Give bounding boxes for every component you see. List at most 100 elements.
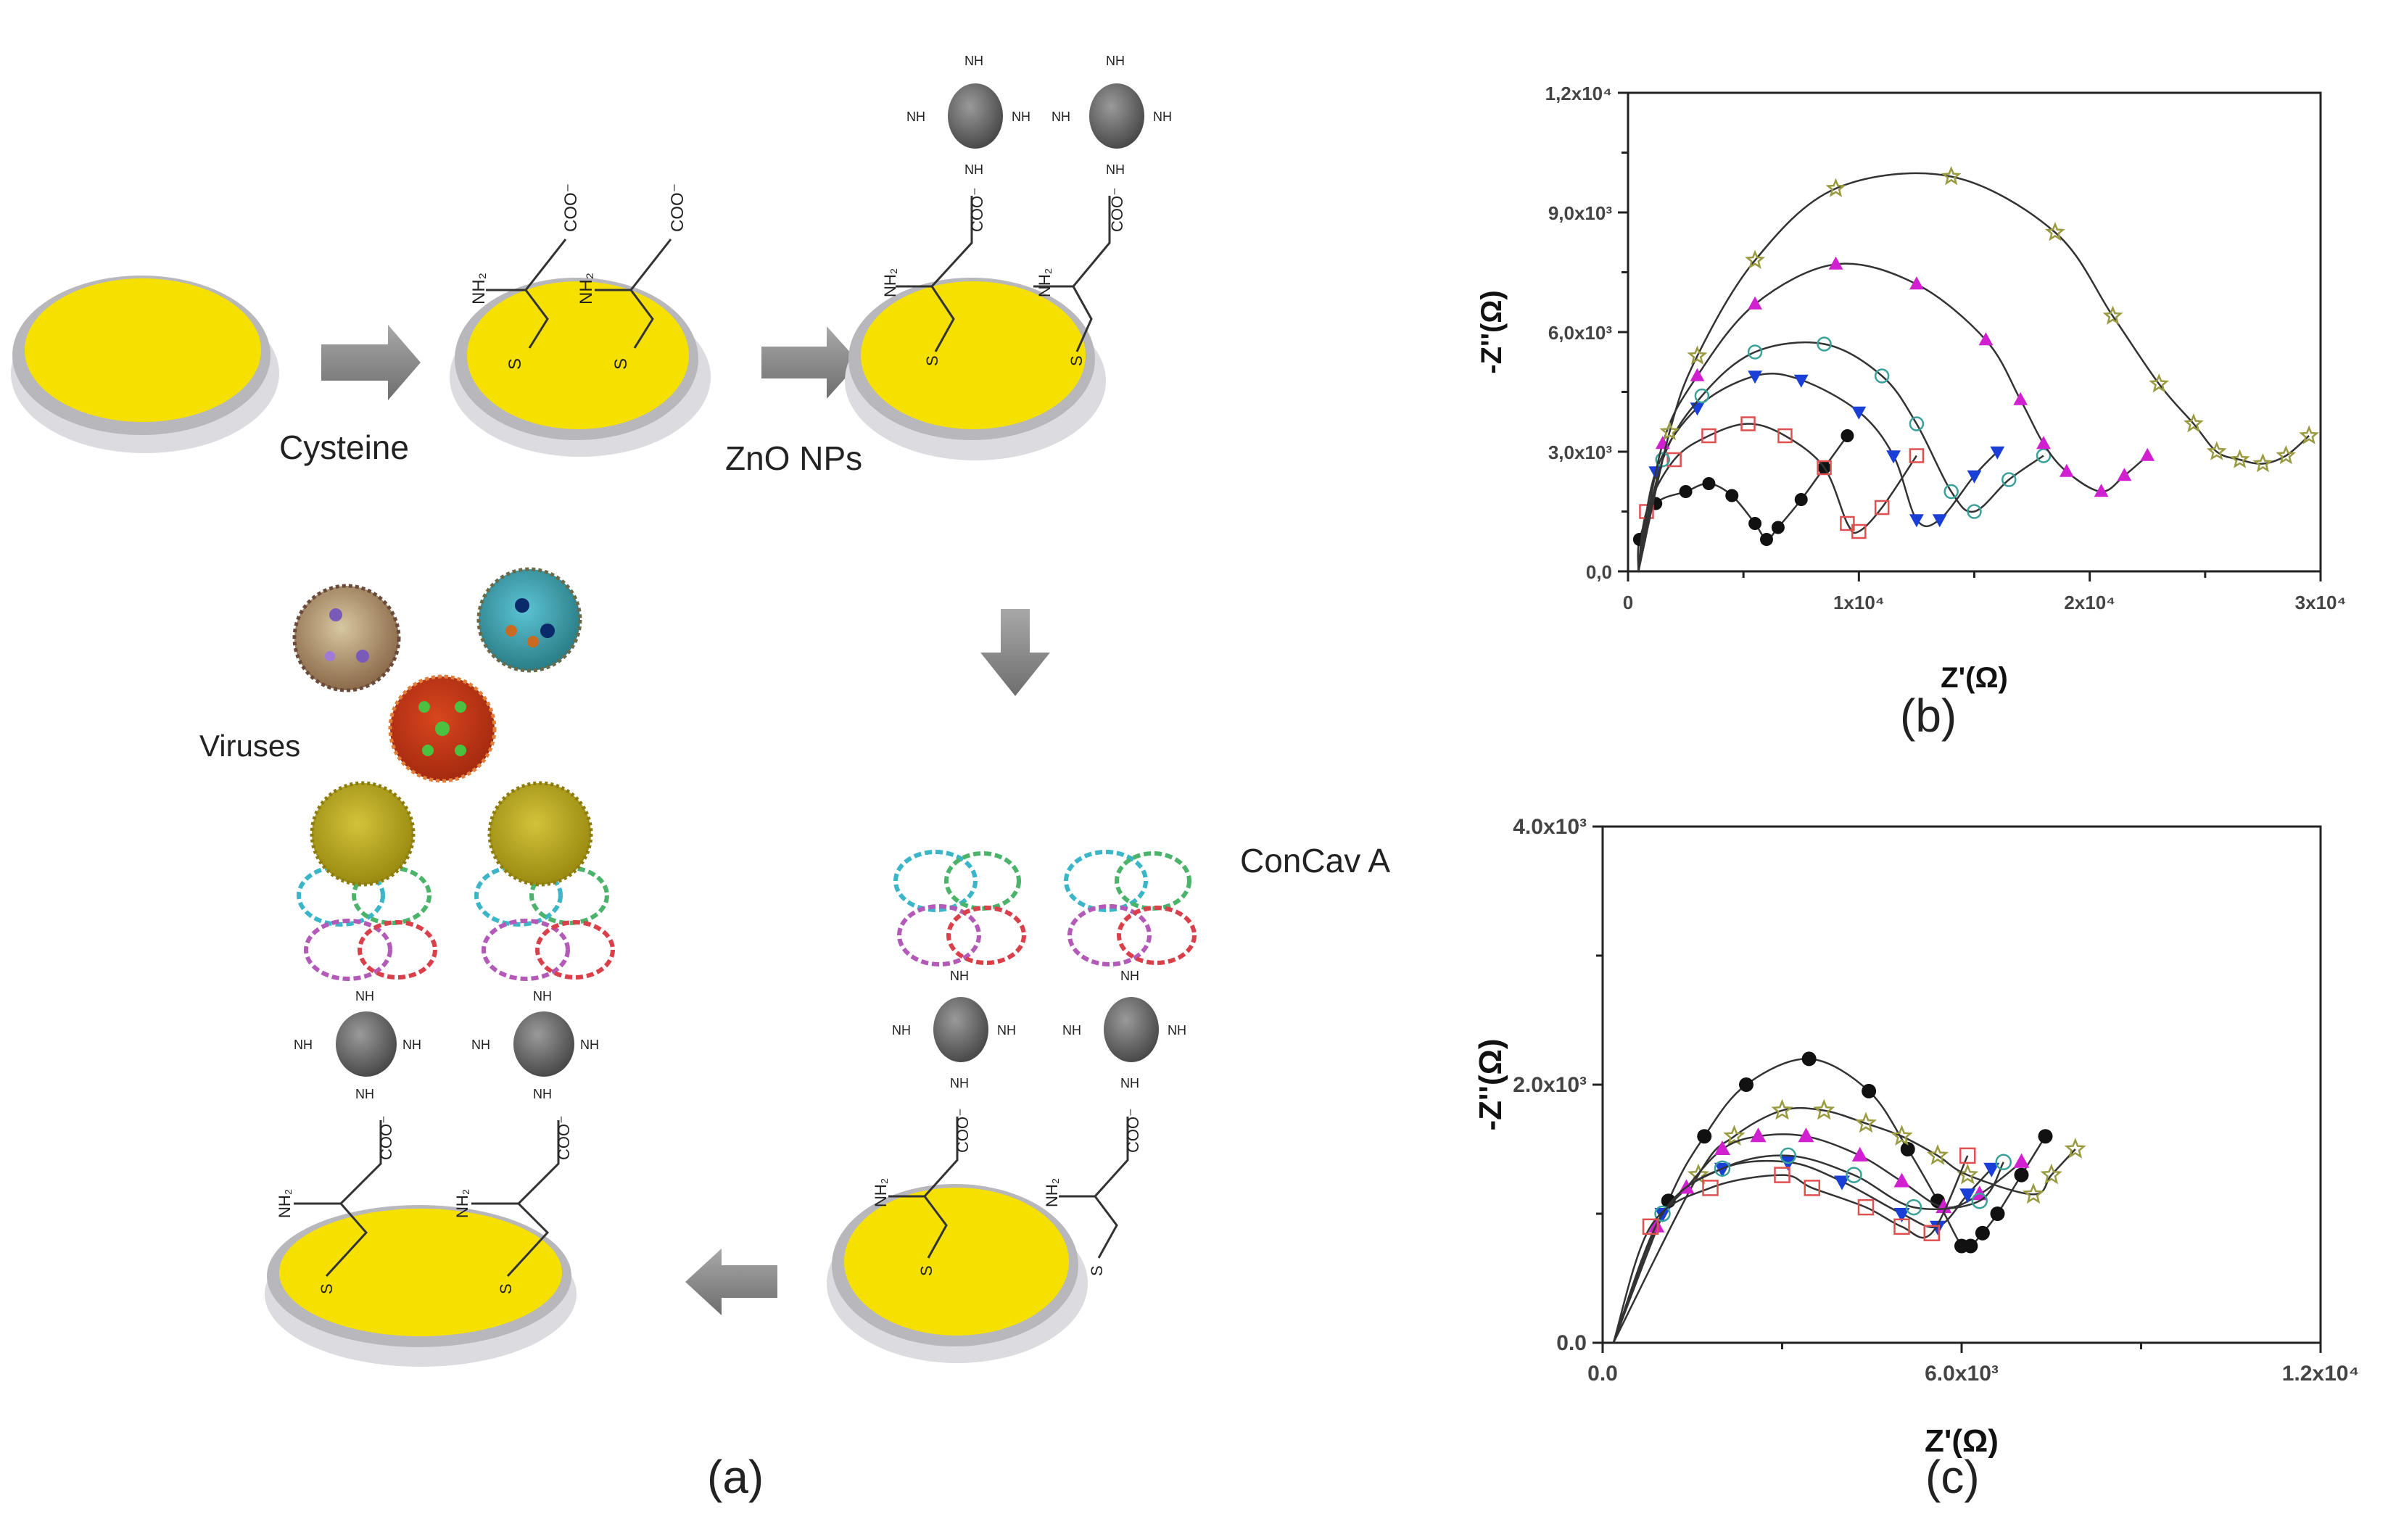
nh-label: NH — [533, 989, 552, 1003]
data-point — [1771, 1098, 1793, 1120]
data-point — [1687, 345, 1708, 365]
series-red-open-squares — [1612, 1147, 1976, 1343]
data-point — [1747, 344, 1763, 360]
carboxylate-label: COO⁻ — [1124, 1108, 1142, 1153]
data-point — [1967, 470, 1982, 484]
x-axis-label: Z'(Ω) — [1925, 1423, 1999, 1459]
nh-label: NH — [950, 969, 969, 983]
data-point — [1760, 533, 1773, 546]
data-point — [1909, 276, 1924, 290]
data-point — [2040, 1163, 2062, 1185]
nh-label: NH — [950, 1076, 969, 1090]
data-point — [1794, 493, 1808, 506]
caption-a: (a) — [707, 1451, 764, 1503]
x-tick-label: 1.2x10⁴ — [2282, 1362, 2360, 1386]
data-point — [2299, 425, 2320, 444]
data-point — [1909, 514, 1924, 528]
data-point — [1978, 332, 1994, 346]
sulfur-label: S — [497, 1283, 515, 1294]
step-label-concava: ConCav A — [1240, 842, 1391, 879]
nh-label: NH — [1052, 109, 1070, 124]
caption-c: (c) — [1925, 1451, 1980, 1503]
arrow-right-icon — [321, 325, 421, 400]
data-point — [1690, 368, 1705, 381]
data-point — [1851, 523, 1867, 539]
nh-label: NH — [533, 1087, 552, 1101]
nh-label: NH — [471, 1038, 490, 1052]
arrow-down-icon — [980, 609, 1050, 696]
zno-electrode: NH NH NH NH NH NH NH NH COO⁻ COO⁻ NH₂ NH… — [845, 54, 1172, 460]
data-point — [2036, 448, 2052, 463]
sulfur-label: S — [917, 1265, 935, 1276]
fit-curve — [1612, 1154, 2004, 1343]
data-point — [1817, 336, 1832, 352]
x-tick-label: 0.0 — [1587, 1362, 1618, 1386]
carboxylate-label: COO⁻ — [1108, 187, 1126, 232]
sulfur-label: S — [505, 358, 525, 370]
nh-label: NH — [1168, 1023, 1186, 1038]
data-point — [2140, 447, 2155, 461]
y-tick-label: 0,0 — [1586, 561, 1612, 583]
data-point — [1905, 1199, 1922, 1216]
concava-protein — [1064, 850, 1197, 966]
step-label-viruses: Viruses — [199, 729, 301, 763]
concava-electrode: NH NH NH NH NH NH NH NH COO⁻ COO⁻ NH₂ NH… — [827, 850, 1197, 1363]
concava-protein — [893, 850, 1026, 966]
series-red-open-squares — [1637, 416, 1925, 571]
sulfur-label: S — [923, 355, 941, 366]
nh-label: NH — [355, 1087, 374, 1101]
zno-nanoparticle — [933, 997, 988, 1062]
data-point — [2013, 392, 2028, 405]
data-point — [2252, 452, 2273, 473]
data-point — [2276, 445, 2297, 465]
data-point — [1694, 388, 1710, 404]
series-teal-open-circles — [1612, 1147, 2012, 1343]
schematic-svg: S S NH₂ NH₂ COO⁻ COO⁻ — [11, 54, 1197, 1367]
data-point — [2229, 449, 2250, 468]
data-point — [1774, 1167, 1790, 1183]
data-point — [1995, 1154, 2012, 1171]
series-olive-stars — [1637, 165, 2320, 571]
data-point — [1739, 1077, 1753, 1092]
nh-label: NH — [1062, 1023, 1081, 1038]
data-point — [1930, 1220, 1946, 1235]
zno-nanoparticle — [948, 83, 1003, 149]
data-point — [1990, 1206, 2005, 1221]
data-point — [2036, 436, 2051, 450]
x-tick-label: 6.0x10³ — [1925, 1362, 1999, 1386]
zno-nanoparticle — [336, 1011, 397, 1077]
data-point — [1666, 452, 1682, 468]
data-point — [2044, 221, 2065, 241]
data-point — [1959, 1147, 1976, 1164]
amine-label: NH₂ — [872, 1178, 890, 1207]
data-point — [1828, 256, 1843, 270]
cysteine-electrode: S S NH₂ NH₂ COO⁻ COO⁻ — [450, 183, 711, 457]
zno-nanoparticle — [1089, 83, 1144, 149]
nh-label: NH — [355, 989, 374, 1003]
data-point — [1943, 484, 1959, 500]
data-point — [2022, 1183, 2045, 1204]
data-point — [1801, 1051, 1817, 1067]
nh-label: NH — [1120, 1076, 1139, 1090]
data-point — [2013, 1153, 2030, 1168]
carboxylate-label: COO⁻ — [668, 183, 687, 232]
data-point — [1840, 516, 1855, 531]
data-point — [1679, 485, 1693, 498]
zno-nanoparticle — [1104, 997, 1159, 1062]
panel-a-schematic: S S NH₂ NH₂ COO⁻ COO⁻ — [11, 54, 1391, 1503]
data-point — [1642, 1218, 1659, 1235]
nh-label: NH — [294, 1038, 313, 1052]
fit-curve — [1637, 172, 2310, 571]
data-point — [1748, 370, 1762, 384]
y-tick-label: 1,2x10⁴ — [1545, 83, 1612, 104]
bound-virus — [487, 781, 593, 887]
data-point — [1862, 1083, 1877, 1098]
amine-label: NH₂ — [577, 273, 596, 305]
nh-label: NH — [997, 1023, 1016, 1038]
y-tick-label: 9,0x10³ — [1548, 202, 1613, 224]
data-point — [1654, 1205, 1671, 1222]
data-point — [1975, 1225, 1990, 1241]
data-point — [1893, 1172, 1910, 1188]
